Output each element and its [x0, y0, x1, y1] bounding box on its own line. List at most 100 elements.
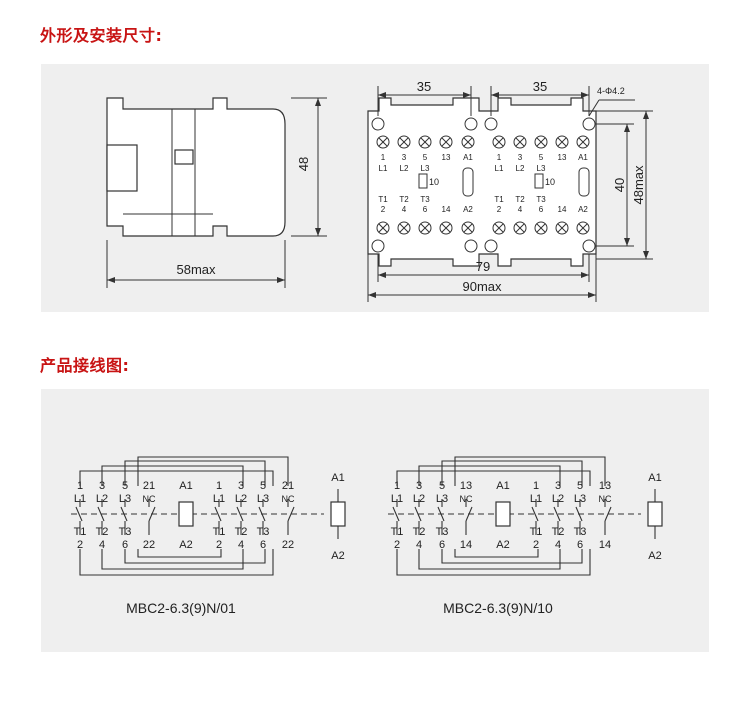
terminal-screw [461, 135, 475, 149]
terminal-screw [555, 135, 569, 149]
wiring-terminal-number-bottom: 6 [439, 539, 445, 551]
terminal-screw [492, 135, 506, 149]
terminal-number-top: A1 [463, 153, 473, 162]
section-title-wiring: 产品接线图: [40, 356, 130, 375]
wiring-terminal-number-top: 21 [143, 480, 155, 492]
wiring-terminal-number-top: 5 [439, 480, 445, 492]
coil-symbol [495, 501, 511, 527]
wiring-terminal-label-top: L2 [235, 493, 247, 505]
wiring-terminal-number-bottom: 14 [460, 539, 472, 551]
wiring-terminal-label-top: L2 [552, 493, 564, 505]
model-label: MBC2-6.3(9)N/01 [126, 600, 236, 616]
terminal-number-top: 1 [497, 153, 502, 162]
terminal-screw [439, 135, 453, 149]
wiring-terminal-number-bottom: A2 [496, 539, 509, 551]
terminal-number-top: 13 [558, 153, 567, 162]
wiring-terminal-label-top: L2 [413, 493, 425, 505]
wiring-terminal-number-top: 5 [122, 480, 128, 492]
wiring-terminal-label-top: L1 [530, 493, 542, 505]
terminal-number-top: A1 [578, 153, 588, 162]
terminal-screw [534, 221, 548, 235]
front-view: 10 10 1L1T123L2T245L3T361314A1A21L1T123L… [367, 97, 597, 267]
terminal-number-top: 3 [402, 153, 407, 162]
aux-label-right: 10 [545, 177, 555, 187]
terminal-screw [534, 135, 548, 149]
wiring-terminal-number-bottom: 22 [282, 539, 294, 551]
terminal-label-top: L1 [495, 164, 504, 173]
wiring-terminal-number-top: 1 [533, 480, 539, 492]
terminal-screw [492, 221, 506, 235]
wiring-terminal-label-top: L3 [119, 493, 131, 505]
wiring-terminal-number-top: 3 [416, 480, 422, 492]
wiring-terminal-number-bottom: A2 [179, 539, 192, 551]
wiring-terminal-label-bottom: T1 [213, 526, 226, 538]
coil-bottom-label: A2 [331, 550, 344, 562]
wiring-terminal-number-bottom: 14 [599, 539, 611, 551]
wiring-terminal-number-top: A1 [496, 480, 509, 492]
wiring-terminal-number-bottom: 6 [260, 539, 266, 551]
wiring-terminal-label-top: L3 [257, 493, 269, 505]
wiring-terminal-label-top: L1 [213, 493, 225, 505]
dimension-drawing: 48 58max 10 10 1L1T123L2T245L3T361314A1A… [106, 79, 653, 302]
wiring-terminal-number-top: 13 [460, 480, 472, 492]
coil-symbol-right [647, 501, 663, 527]
wiring-terminal-label-bottom: T2 [552, 526, 565, 538]
terminal-label-bottom: T1 [494, 195, 504, 204]
terminal-label-top: L1 [379, 164, 388, 173]
terminal-number-bottom: 4 [518, 205, 523, 214]
terminal-label-bottom: T2 [399, 195, 409, 204]
side-width-label: 58max [176, 262, 216, 277]
terminal-label-top: L3 [421, 164, 430, 173]
wiring-terminal-number-bottom: 2 [216, 539, 222, 551]
terminal-screw [439, 221, 453, 235]
wiring-terminal-label-top: NC [282, 494, 295, 504]
wiring-terminal-label-top: NC [460, 494, 473, 504]
wiring-terminal-label-top: NC [599, 494, 612, 504]
wiring-terminal-number-bottom: 2 [394, 539, 400, 551]
terminal-number-bottom: 4 [402, 205, 407, 214]
terminal-number-bottom: 2 [497, 205, 502, 214]
front-terminal-labels: 1L1T123L2T245L3T361314A1A21L1T123L2T245L… [378, 153, 588, 214]
front-screw-row-top [376, 135, 590, 149]
wiring-terminal-number-top: 3 [99, 480, 105, 492]
front-screw-row-bottom [376, 221, 590, 235]
wiring-terminal-number-bottom: 4 [416, 539, 422, 551]
terminal-label-top: L2 [400, 164, 409, 173]
terminal-number-bottom: 14 [558, 205, 567, 214]
terminal-screw [397, 135, 411, 149]
wiring-terminal-label-bottom: T3 [574, 526, 587, 538]
wiring-terminal-number-bottom: 2 [533, 539, 539, 551]
terminal-screw [376, 221, 390, 235]
side-dimensions: 48 58max [106, 97, 327, 288]
wiring-terminal-number-top: A1 [179, 480, 192, 492]
terminal-label-bottom: T3 [420, 195, 430, 204]
terminal-number-top: 13 [442, 153, 451, 162]
pitch-left-label: 35 [417, 79, 431, 94]
wiring-terminal-label-bottom: T2 [96, 526, 109, 538]
wiring-terminal-label-bottom: T2 [235, 526, 248, 538]
terminal-number-bottom: 14 [442, 205, 451, 214]
wiring-terminal-number-bottom: 6 [577, 539, 583, 551]
terminal-number-bottom: A2 [578, 205, 588, 214]
terminal-screw [461, 221, 475, 235]
wiring-terminal-label-bottom: T1 [530, 526, 543, 538]
side-view [106, 97, 286, 237]
coil-top-label: A1 [331, 472, 344, 484]
model-label: MBC2-6.3(9)N/10 [443, 600, 553, 616]
coil-symbol-right [330, 501, 346, 527]
terminal-number-top: 5 [423, 153, 428, 162]
terminal-screw [555, 221, 569, 235]
terminal-label-bottom: T3 [536, 195, 546, 204]
terminal-label-bottom: T1 [378, 195, 388, 204]
mount-width-label: 79 [476, 259, 490, 274]
wiring-diagram: 1L1T123L2T245L3T3621NC22A1A21L1T123L2T24… [71, 456, 346, 616]
aux-label-left: 10 [429, 177, 439, 187]
terminal-label-top: L2 [516, 164, 525, 173]
terminal-number-bottom: 2 [381, 205, 386, 214]
terminal-screw [376, 135, 390, 149]
mount-height-label: 40 [612, 178, 627, 192]
terminal-screw [418, 221, 432, 235]
terminal-screw [418, 135, 432, 149]
